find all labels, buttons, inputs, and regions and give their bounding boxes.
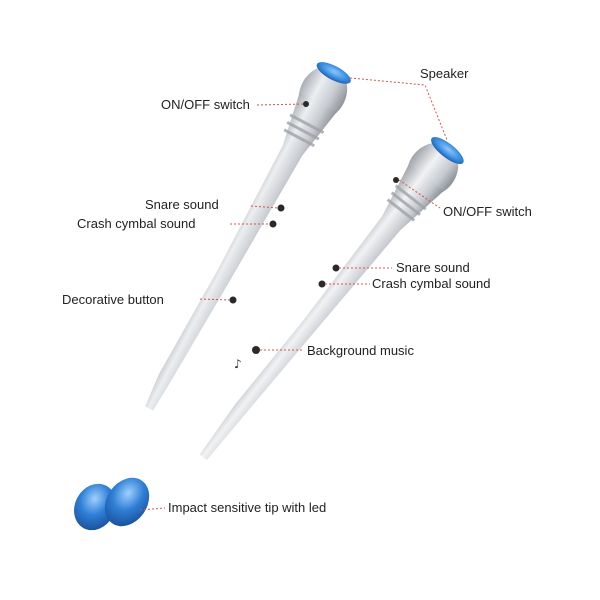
right-led-tip	[104, 477, 150, 527]
leader-impact-tip	[139, 507, 166, 511]
right-on-off-switch	[393, 177, 399, 183]
left-on-off-switch	[303, 101, 309, 107]
left-crash-button	[269, 220, 277, 228]
left-stick-ring	[286, 120, 320, 141]
leader-decorative	[199, 298, 231, 301]
leader-lines	[139, 77, 448, 511]
left-speaker-cap	[316, 62, 351, 84]
leader-speaker	[349, 77, 448, 141]
leader-snare-left	[250, 205, 279, 209]
right-drumstick	[104, 137, 464, 527]
left-stick-ring	[289, 113, 325, 134]
left-stick-ring	[283, 128, 315, 148]
leader-on-off-right	[398, 179, 441, 209]
label-decorative: Decorative button	[62, 292, 164, 307]
music-note-icon: ♪	[234, 357, 242, 371]
decorative-button	[229, 296, 237, 304]
right-crash-button	[318, 280, 326, 288]
right-speaker-cap	[431, 137, 464, 165]
label-crash-left: Crash cymbal sound	[77, 216, 196, 231]
left-snare-button	[277, 204, 285, 212]
label-on-off-left: ON/OFF switch	[161, 97, 250, 112]
label-background-music: Background music	[307, 343, 414, 358]
label-on-off-right: ON/OFF switch	[443, 204, 532, 219]
label-snare-right: Snare sound	[396, 260, 470, 275]
right-stick-body	[199, 163, 444, 461]
right-stick-ring	[390, 191, 421, 216]
left-led-tip	[74, 483, 116, 531]
right-stick-ring	[394, 184, 427, 211]
right-stick-ring	[386, 198, 416, 222]
label-snare-left: Snare sound	[145, 197, 219, 212]
right-snare-button	[332, 264, 340, 272]
label-impact-tip: Impact sensitive tip with led	[168, 500, 327, 515]
label-crash-right: Crash cymbal sound	[372, 276, 491, 291]
left-drumstick	[74, 62, 351, 531]
label-speaker: Speaker	[420, 66, 469, 81]
left-stick-body	[145, 92, 337, 411]
background-music-button	[252, 346, 260, 354]
